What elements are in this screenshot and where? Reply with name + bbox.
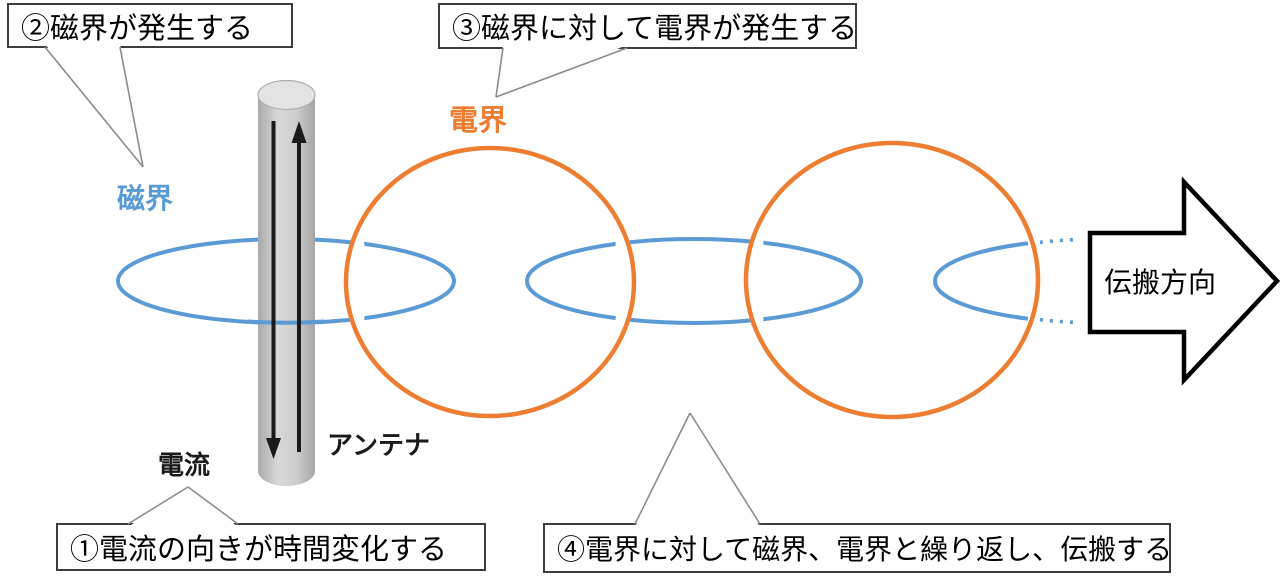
magnetic-field-label: 磁界 xyxy=(117,183,174,214)
current-arrows xyxy=(266,121,307,459)
callout-step2: ②磁界が発生する xyxy=(7,3,293,48)
antenna-body xyxy=(258,95,315,487)
occlusion-patches xyxy=(351,236,764,326)
current-label: 電流 xyxy=(158,450,211,480)
electric-field-label: 電界 xyxy=(449,105,508,137)
magnetic-field-loop-3-dotted-bottom xyxy=(1039,317,1076,325)
callout-step1: ①電流の向きが時間変化する xyxy=(56,523,486,571)
antenna-label: アンテナ xyxy=(327,430,430,460)
propagation-arrow-shape xyxy=(1087,176,1280,386)
current-up-arrow-head xyxy=(291,121,307,143)
magnetic-field-loop-3 xyxy=(932,241,1029,321)
callout-step4: ④電界に対して磁界、電界と繰り返し、伝搬する xyxy=(543,523,1172,573)
antenna-top-cap xyxy=(257,79,316,111)
antenna-cylinder xyxy=(257,79,316,487)
electric-field-loop-2 xyxy=(743,140,1041,420)
current-down-arrow-head xyxy=(266,438,281,459)
magnetic-field-loop-3-dotted-top xyxy=(1039,237,1076,245)
magnetic-field-loop-2 xyxy=(525,237,863,325)
callout-step3: ③磁界に対して電界が発生する xyxy=(438,3,857,49)
propagation-direction-label: 伝搬方向 xyxy=(1104,267,1217,298)
electric-field-loop-1 xyxy=(343,145,637,419)
magnetic-field-loop-1-front-arc xyxy=(247,319,325,325)
